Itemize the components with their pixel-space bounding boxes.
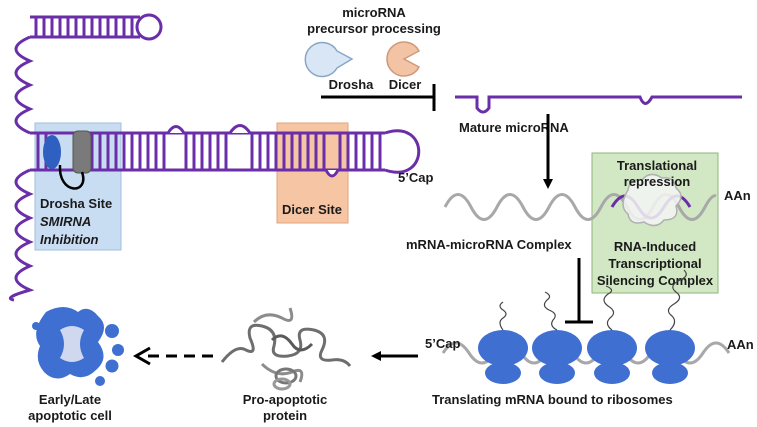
risc-label-line1: RNA-Induced: [614, 239, 696, 254]
risc-label-line2: Transcriptional: [608, 256, 701, 271]
smirna-molecule-blue: [43, 135, 61, 169]
bulge-lower-1: [324, 169, 340, 178]
bulge-upper-2: [228, 124, 252, 134]
main-hairpin-base-pairs: [36, 133, 382, 170]
mature-mirna-label: Mature microRNA: [459, 120, 569, 135]
ribosome-3: [587, 285, 637, 384]
dicer-label: Dicer: [389, 77, 422, 92]
polya-label-top: AAn: [724, 188, 751, 203]
mrna-strand: [443, 193, 717, 221]
processing-title-line1: microRNA: [342, 5, 406, 20]
main-hairpin-loop: [384, 129, 421, 174]
smirna-molecule-gray: [72, 130, 92, 174]
drosha-enzyme-icon: [304, 41, 354, 78]
ribosome-2: [532, 291, 582, 384]
repression-label: repression: [624, 174, 691, 189]
cell-label-line2: apoptotic cell: [28, 408, 112, 423]
dashed-arrow-head: [132, 346, 151, 366]
single-strand-rna: [9, 35, 35, 302]
ribosome-1: [478, 301, 528, 384]
cell-label-line1: Early/Late: [39, 392, 101, 407]
top-hairpin-loop: [135, 13, 163, 41]
five-cap-label-bottom: 5’Cap: [425, 336, 460, 351]
protein-structure-icon: [220, 307, 352, 391]
inhibition-label: Inhibition: [40, 232, 99, 247]
drosha-site-label: Drosha Site: [40, 196, 112, 211]
dicer-site-label: Dicer Site: [282, 202, 342, 217]
smirna-label: SMIRNA: [40, 214, 91, 229]
translational-label: Translational: [617, 158, 697, 173]
mature-mirna-strand: [455, 95, 742, 114]
top-hairpin-base-pairs: [34, 17, 134, 37]
processing-title-line2: precursor processing: [307, 21, 441, 36]
complex-label: mRNA-microRNA Complex: [406, 237, 572, 252]
five-cap-label-top: 5’Cap: [398, 170, 433, 185]
bulge-upper-1: [166, 125, 186, 134]
drosha-label: Drosha: [329, 77, 375, 92]
apoptotic-cell-icon: [32, 307, 124, 386]
protein-label-line2: protein: [263, 408, 307, 423]
risc-protein-icon: [622, 173, 682, 227]
ribosome-4: [645, 269, 695, 384]
smirna-linker: [58, 164, 85, 190]
polya-label-bottom: AAn: [727, 337, 754, 352]
translating-label: Translating mRNA bound to ribosomes: [432, 392, 673, 407]
risc-label-line3: Silencing Complex: [597, 273, 714, 288]
protein-label-line1: Pro-apoptotic: [243, 392, 328, 407]
dicer-enzyme-icon: [386, 41, 421, 77]
